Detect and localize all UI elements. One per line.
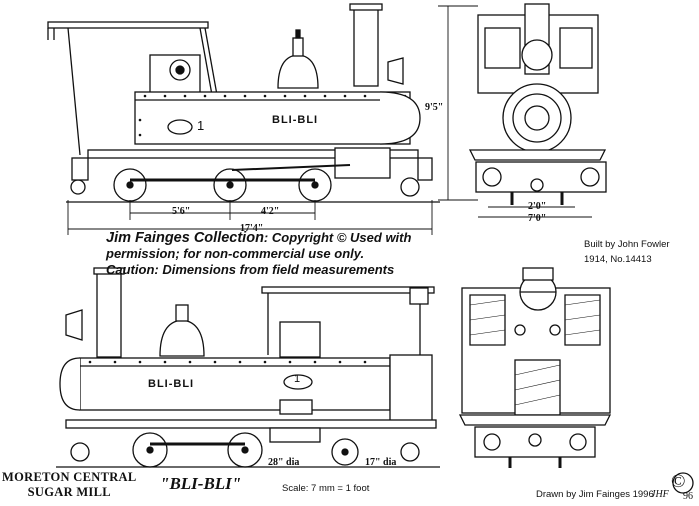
dim-overall-length: 17'4" (240, 223, 264, 234)
signature: JHF (651, 489, 669, 500)
rear-view-bottom (458, 267, 612, 468)
dim-driver-dia: 28" dia (268, 457, 300, 468)
builder-info: Built by John Fowler 1914, No.14413 (584, 237, 670, 267)
collection-copyright: : Copyright © Used with (263, 230, 412, 245)
dimension-lines-top (67, 5, 592, 235)
loco-name: "BLI-BLI" (160, 474, 242, 493)
dim-height: 9'5" (425, 102, 444, 113)
plate-number-top: 1 (197, 118, 205, 133)
copyright-year: 96 (683, 491, 693, 502)
collection-caution: Caution: Dimensions from field measureme… (106, 262, 395, 277)
body-name-top: BLI-BLI (272, 114, 319, 126)
side-elevation-top (47, 3, 440, 203)
mill-line1: MORETON CENTRAL (2, 470, 137, 484)
collection-permission: permission; for non-commercial use only. (106, 246, 365, 261)
mill-name: MORETON CENTRAL SUGAR MILL (2, 470, 137, 500)
side-elevation-bottom (56, 267, 440, 468)
builder-line2: 1914, No.14413 (584, 254, 652, 265)
dim-wheelbase-front: 5'6" (172, 206, 191, 217)
drawn-by: Drawn by Jim Fainges 1996 (536, 489, 654, 500)
body-name-bottom: BLI-BLI (148, 378, 195, 390)
front-view-top (468, 3, 607, 205)
copyright-symbol: © (671, 471, 686, 492)
mill-line2: SUGAR MILL (27, 485, 111, 499)
dim-trailing-dia: 17" dia (365, 457, 397, 468)
collection-name: Jim Fainges Collection (106, 230, 264, 246)
copyright-circle (672, 472, 694, 494)
dim-overall-width: 7'0" (528, 213, 547, 224)
collection-notice: Jim Fainges Collection: Copyright © Used… (106, 230, 411, 278)
dim-gauge: 2'0" (528, 201, 547, 212)
plate-number-bottom: 1 (294, 373, 301, 385)
dim-wheelbase-rear: 4'2" (261, 206, 280, 217)
builder-line1: Built by John Fowler (584, 239, 670, 250)
scale-note: Scale: 7 mm = 1 foot (282, 483, 370, 494)
